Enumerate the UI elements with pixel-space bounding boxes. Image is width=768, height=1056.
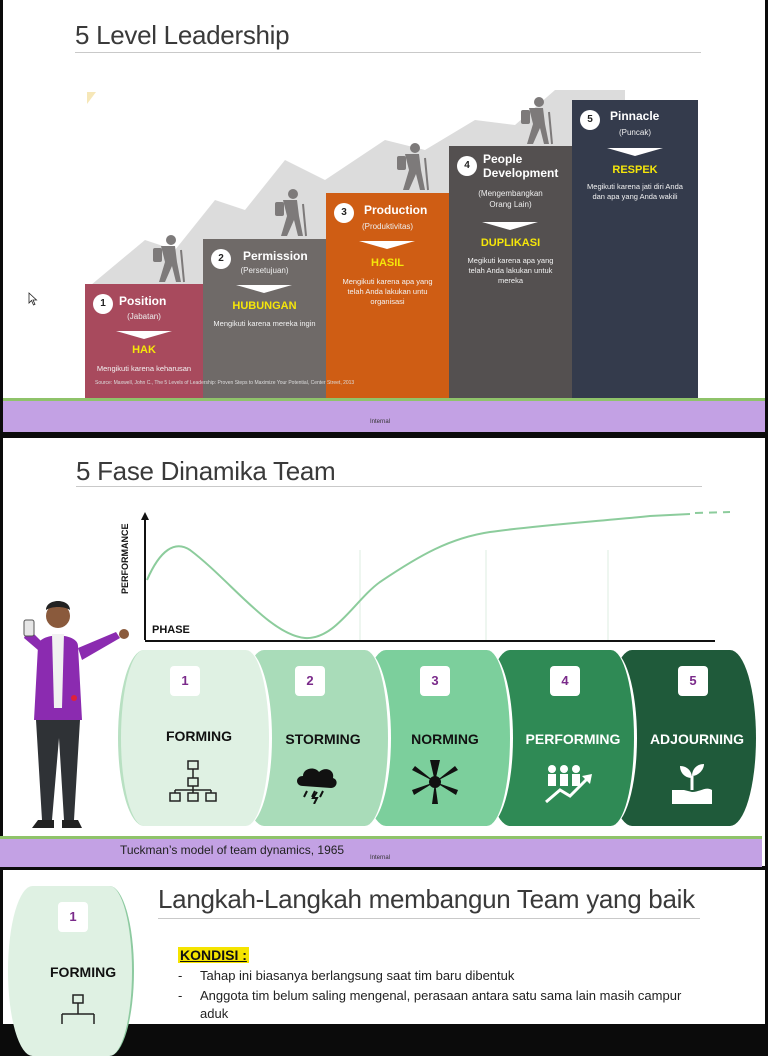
climber-icon (397, 143, 429, 191)
bullet-item-continued: aduk (200, 1006, 229, 1021)
mouse-cursor-icon (28, 292, 38, 306)
step-people-development: 4 People Development (Mengembangkan Oran… (449, 146, 572, 398)
step-title: Permission (243, 249, 308, 263)
team-growth-icon (545, 765, 592, 804)
step-description: Megikuti karena apa yang telah Anda laku… (467, 256, 554, 285)
climber-icon (521, 97, 553, 145)
step-keyword: RESPEK (612, 164, 658, 176)
step-subtitle: (Jabatan) (127, 312, 161, 321)
storm-cloud-icon (297, 768, 337, 804)
step-number-badge: 4 (457, 156, 477, 176)
phase-name: STORMING (285, 731, 361, 747)
phase-name: NORMING (411, 731, 479, 747)
step-description: Megikuti karena jati diri Anda dan apa y… (587, 182, 683, 201)
phase-number: 2 (295, 666, 325, 696)
slide-title: 5 Fase Dinamika Team (76, 456, 336, 486)
step-keyword: HASIL (371, 257, 404, 269)
slide-title: Langkah-Langkah membangun Team yang baik (158, 884, 695, 914)
step-description: Mengikuti karena mereka ingin (213, 319, 316, 328)
title-rule (158, 918, 700, 919)
phase-number: 1 (170, 666, 200, 696)
down-arrow-icon (482, 222, 538, 230)
down-arrow-icon (359, 241, 415, 249)
step-title: Pinnacle (610, 109, 660, 123)
slide-5-level-leadership: 5 Level Leadership 1 Position (Jabatan) … (3, 0, 765, 432)
climber-icon (275, 189, 307, 237)
phase-number: 3 (420, 666, 450, 696)
internal-label: Internal (370, 855, 391, 861)
org-chart-icon (169, 760, 217, 802)
down-arrow-icon (607, 148, 663, 156)
slide-title: 5 Level Leadership (75, 20, 290, 50)
phase-name: PERFORMING (525, 731, 621, 747)
footer-band (0, 836, 762, 867)
climber-icon (153, 235, 185, 283)
step-description: Mengikuti karena apa yang telah Anda lak… (342, 277, 433, 306)
step-number-badge: 2 (211, 249, 231, 269)
step-pinnacle: 5 Pinnacle (Puncak) RESPEK Megikuti kare… (572, 100, 698, 398)
pointer-mark-icon (87, 92, 96, 104)
step-number-badge: 5 (580, 110, 600, 130)
phase-number: 1 (58, 902, 88, 932)
bullet-item: -Tahap ini biasanya berlangsung saat tim… (178, 968, 515, 983)
kondisi-heading: KONDISI : (178, 947, 249, 963)
source-citation: Source: Maxwell, John C., The 5 Levels o… (95, 380, 355, 386)
phase-name: ADJOURNING (649, 731, 745, 747)
step-subtitle: (Persetujuan) (240, 266, 289, 275)
step-number-badge: 1 (93, 294, 113, 314)
step-description: Mengikuti karena keharusan (96, 364, 192, 373)
presenter-illustration (23, 601, 129, 828)
step-subtitle: (Produktivitas) (361, 222, 414, 231)
phase-name: FORMING (50, 964, 117, 980)
footer-band (3, 398, 765, 432)
step-keyword: DUPLIKASI (480, 237, 541, 249)
down-arrow-icon (116, 331, 172, 339)
step-keyword: HUBUNGAN (232, 300, 297, 312)
phase-number: 5 (678, 666, 708, 696)
step-title: Position (119, 294, 167, 308)
y-axis-label: PERFORMANCE (120, 523, 130, 594)
x-axis-label: PHASE (152, 624, 190, 636)
phase-name: FORMING (165, 728, 233, 744)
step-subtitle: (Mengembangkan Orang Lain) (478, 189, 543, 209)
step-title: People Development (483, 152, 559, 180)
step-subtitle: (Puncak) (618, 128, 651, 137)
plant-hand-icon (672, 764, 712, 804)
internal-label: Internal (370, 419, 391, 425)
figure-caption: Tuckman’s model of team dynamics, 1965 (120, 843, 345, 857)
org-chart-icon (61, 994, 95, 1024)
phase-number: 4 (550, 666, 580, 696)
step-permission: 2 Permission (Persetujuan) HUBUNGAN Meng… (203, 239, 326, 398)
step-production: 3 Production (Produktivitas) HASIL Mengi… (326, 193, 449, 398)
title-rule (76, 486, 702, 487)
performance-curve-chart (141, 511, 730, 642)
title-rule (75, 52, 701, 53)
step-position: 1 Position (Jabatan) HAK Mengikuti karen… (85, 284, 203, 398)
step-keyword: HAK (132, 344, 156, 356)
hands-together-icon (412, 760, 458, 804)
step-number-badge: 3 (334, 203, 354, 223)
down-arrow-icon (236, 285, 292, 293)
bullet-item: -Anggota tim belum saling mengenal, pera… (178, 988, 682, 1003)
step-title: Production (364, 203, 428, 217)
